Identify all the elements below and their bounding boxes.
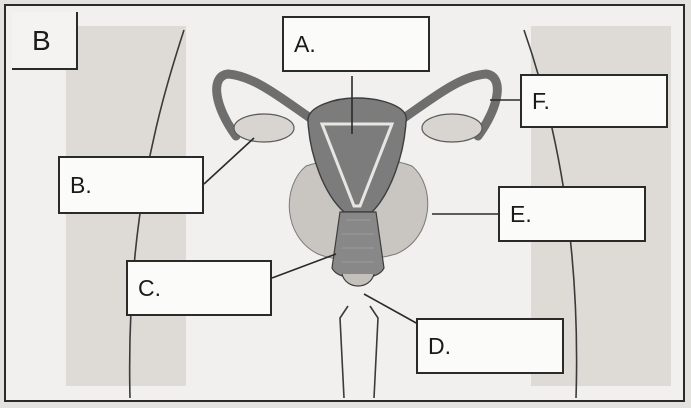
label-d-text: D.	[428, 320, 451, 372]
diagram-frame: B A. B. C. D. E. F.	[4, 4, 685, 402]
label-box-c[interactable]: C.	[126, 260, 272, 316]
label-box-d[interactable]: D.	[416, 318, 564, 374]
label-e-text: E.	[510, 188, 532, 240]
label-a-text: A.	[294, 18, 316, 70]
leader-line-c	[272, 254, 336, 278]
label-b-text: B.	[70, 158, 92, 212]
label-c-text: C.	[138, 262, 161, 314]
panel-letter: B	[12, 12, 78, 70]
lower-canal-outline	[340, 306, 378, 398]
label-box-a[interactable]: A.	[282, 16, 430, 72]
vagina	[332, 212, 384, 279]
vaginal-opening	[342, 274, 374, 286]
label-box-f[interactable]: F.	[520, 74, 668, 128]
label-box-b[interactable]: B.	[58, 156, 204, 214]
ovary-left	[234, 114, 294, 142]
label-f-text: F.	[532, 76, 550, 126]
label-box-e[interactable]: E.	[498, 186, 646, 242]
ovary-right	[422, 114, 482, 142]
panel-letter-text: B	[32, 25, 51, 56]
leader-line-b	[204, 138, 254, 184]
